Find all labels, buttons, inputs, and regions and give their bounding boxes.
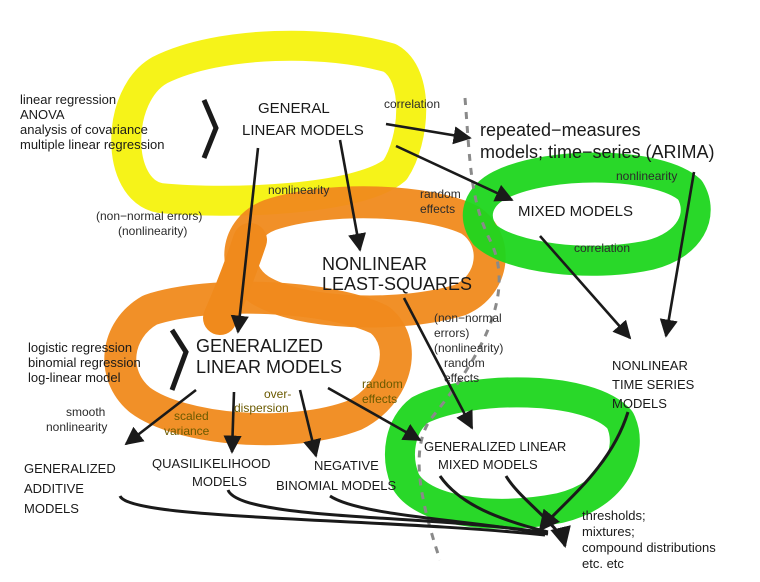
chevron-icon-left (169, 328, 189, 391)
arrow-glm-to-gam (124, 388, 197, 446)
yellow-highlight-loop (111, 30, 427, 216)
arrow-glm-to-glmm (327, 386, 422, 442)
arrow-general-to-glm (230, 147, 260, 334)
generalized-additive-node: GENERALIZED ADDITIVE MODELS (24, 461, 119, 516)
nonlinear-least-squares-node: NONLINEAR LEAST-SQUARES (322, 254, 472, 294)
arrow-mixed-to-nlts (539, 235, 632, 340)
label-nonlinearity-right: nonlinearity (616, 169, 677, 183)
label-random-effects-glm: random effects (362, 377, 406, 406)
label-scaled-variance: scaled variance (164, 409, 212, 438)
curve-negbin-to-thresholds (329, 494, 549, 536)
curve-gam-to-thresholds (118, 495, 546, 537)
label-non-normal-stack: (non−normal errors) (nonlinearity) rando… (434, 311, 507, 385)
arrow-nls-to-glmm (402, 297, 474, 430)
curve-glmm-to-thresholds (438, 475, 549, 534)
arrow-glm-to-quasi (223, 391, 242, 454)
label-non-normal-errors: (non−normal errors) (nonlinearity) (96, 209, 206, 238)
arrow-general-to-mixed (395, 144, 514, 202)
green-highlight-loop-upper (462, 152, 711, 276)
green-highlight-loop-lower (385, 377, 640, 529)
general-linear-models-node: GENERAL LINEAR MODELS (242, 100, 364, 139)
glmm-node: GENERALIZED LINEAR MIXED MODELS (424, 439, 570, 472)
quasilikelihood-node: QUASILIKELIHOOD MODELS (152, 456, 274, 489)
mixed-models-node: MIXED MODELS (518, 203, 633, 220)
negative-binomial-node: NEGATIVE BINOMIAL MODELS (276, 458, 396, 493)
orange-highlight-loop-lower (104, 281, 412, 446)
linear-models-list: linear regression ANOVA analysis of cova… (20, 92, 165, 152)
label-random-effects-top: random effects (420, 187, 464, 216)
label-smooth-nonlinearity: smooth nonlinearity (46, 405, 109, 434)
label-correlation-mixed: correlation (574, 241, 630, 255)
thresholds-node: thresholds; mixtures; compound distribut… (582, 508, 719, 571)
arrow-general-to-nls (338, 139, 367, 252)
label-correlation-top: correlation (384, 97, 440, 111)
glm-list: logistic regression binomial regression … (28, 340, 144, 385)
curve-glmm-to-thresholds-2 (504, 475, 571, 549)
arrow-repeated-to-nlts (659, 171, 696, 338)
chevron-icon-top (201, 99, 219, 159)
arrow-glm-to-negbin (298, 389, 321, 458)
nonlinear-time-series-node: NONLINEAR TIME SERIES MODELS (612, 358, 698, 411)
dashed-divider (417, 97, 501, 561)
label-nonlinearity-left: nonlinearity (268, 183, 329, 197)
label-overdispersion: over- dispersion (234, 387, 295, 415)
arrow-general-to-repeated (385, 122, 472, 145)
generalized-linear-models-node: GENERALIZED LINEAR MODELS (196, 336, 342, 377)
repeated-measures-node: repeated−measures models; time−series (A… (480, 120, 715, 162)
